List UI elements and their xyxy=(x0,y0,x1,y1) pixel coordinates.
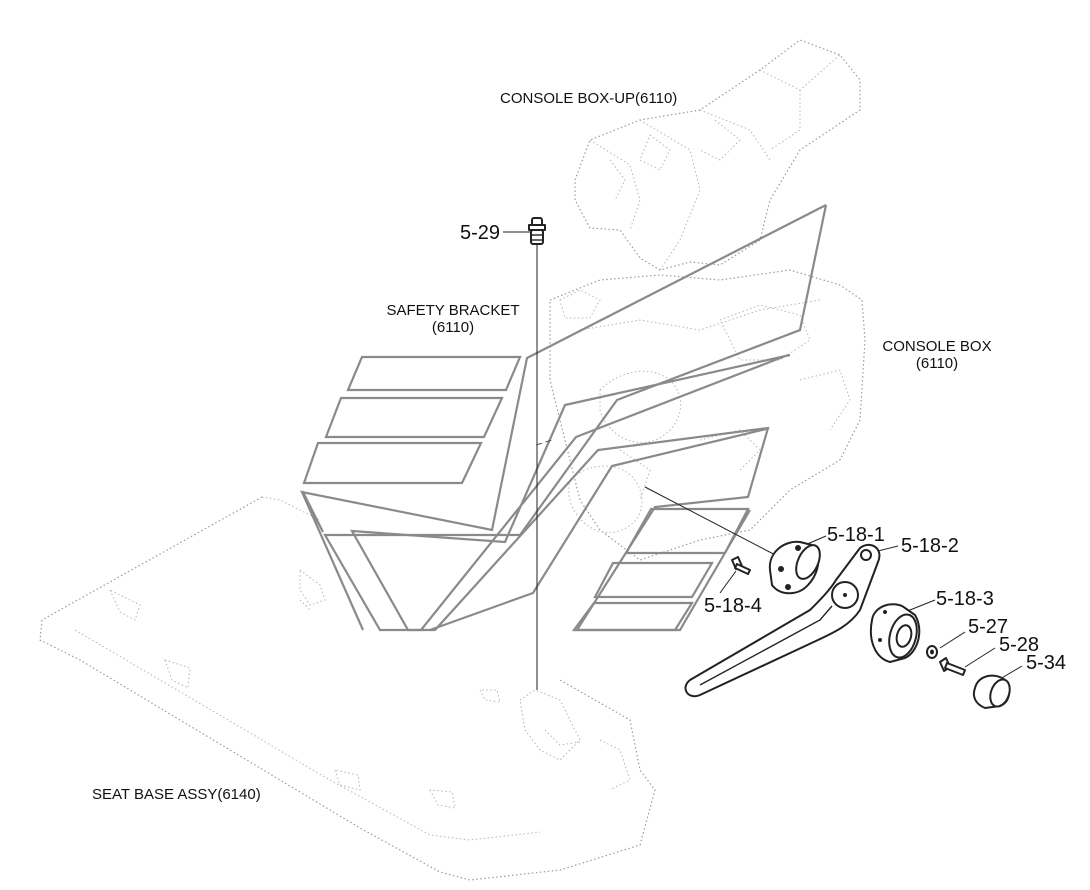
callout-5-18-1: 5-18-1 xyxy=(827,524,885,546)
safety-bracket-label: SAFETY BRACKET (6110) xyxy=(381,302,525,336)
leader-lines xyxy=(503,231,1023,690)
console-box-up-outline xyxy=(574,39,861,271)
console-box-outline xyxy=(549,269,866,561)
part-5-18-2-lever-arm xyxy=(684,543,881,698)
part-5-27-washer xyxy=(926,645,938,659)
part-5-28-bolt xyxy=(939,657,966,676)
callout-5-28: 5-28 xyxy=(999,634,1040,656)
callout-5-18-3: 5-18-3 xyxy=(936,588,994,610)
callout-5-29: 5-29 xyxy=(460,222,501,244)
part-5-29-bolt xyxy=(528,217,546,245)
callout-5-27: 5-27 xyxy=(968,616,1009,638)
safety-bracket-frame xyxy=(299,204,828,632)
part-5-34-cap xyxy=(972,674,1011,709)
callout-5-18-2: 5-18-2 xyxy=(901,535,959,557)
callout-5-34: 5-34 xyxy=(1026,652,1067,674)
console-box-up-label: CONSOLE BOX-UP(6110) xyxy=(500,90,678,107)
console-box-label: CONSOLE BOX (6110) xyxy=(877,338,997,372)
callout-5-18-4: 5-18-4 xyxy=(704,595,762,617)
part-5-18-3-knob xyxy=(870,603,921,663)
console-box-name: CONSOLE BOX xyxy=(882,338,992,355)
safety-bracket-name: SAFETY BRACKET xyxy=(386,302,520,319)
safety-bracket-code: (6110) xyxy=(431,319,475,336)
part-5-18-4-screw xyxy=(731,556,751,575)
console-box-code: (6110) xyxy=(915,355,959,372)
seat-base-assy-label: SEAT BASE ASSY(6140) xyxy=(92,786,261,803)
seat-base-outline xyxy=(39,496,656,881)
part-5-18-1-ring xyxy=(768,540,821,595)
